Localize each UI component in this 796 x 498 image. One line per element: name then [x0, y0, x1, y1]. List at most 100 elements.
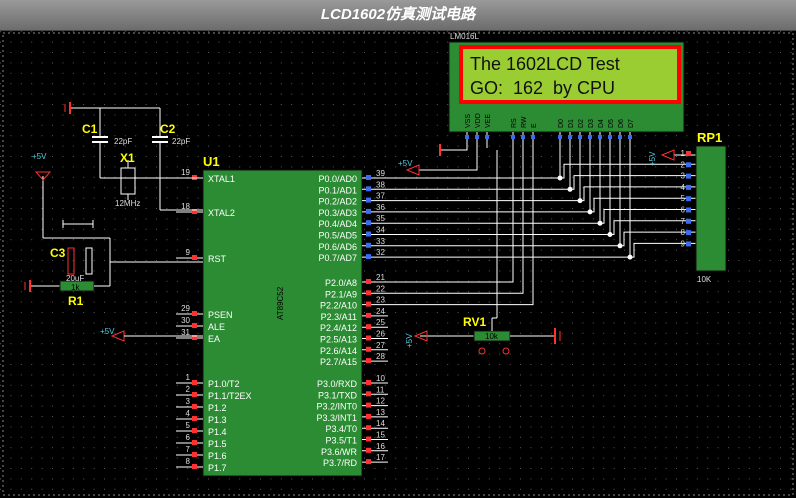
mcu-pin-name: P0.1/AD1	[318, 185, 357, 195]
mcu-pin-number: 4	[186, 409, 191, 418]
mcu-pin-number: 15	[376, 431, 385, 440]
mcu-pin-marker	[366, 459, 371, 465]
mcu-pin-marker	[366, 436, 371, 442]
mcu-pin-marker	[366, 231, 371, 237]
c1-value: 22pF	[114, 137, 132, 146]
mcu-pin-number: 22	[376, 284, 385, 293]
vcc-label-lcd: +5V	[398, 159, 413, 168]
mcu-pin-name: P1.2	[208, 403, 227, 413]
lcd-pin-label: VSS	[465, 114, 472, 128]
mcu-pin-marker	[192, 416, 197, 421]
mcu-pin-number: 17	[376, 453, 385, 462]
mcu-pin-marker	[366, 220, 371, 226]
mcu-pin-name: P0.6/AD6	[318, 242, 357, 252]
rp1-pin-number: 1	[681, 149, 686, 158]
mcu-pin-number: 12	[376, 397, 385, 406]
lcd-pin-marker	[618, 135, 622, 139]
power-terminals: +5V +5V +5V +5V +5V	[32, 149, 675, 348]
mcu-pin-name: P3.4/T0	[325, 424, 357, 434]
vcc-label-ea: +5V	[100, 327, 115, 336]
mcu-pin-number: 38	[376, 180, 385, 189]
mcu-pin-marker	[366, 186, 371, 192]
lcd-pin-marker	[558, 135, 562, 139]
junction-dot	[567, 186, 573, 192]
mcu-pin-number: 2	[186, 385, 191, 394]
c3-value: 20uF	[66, 274, 84, 283]
mcu-pin-marker	[192, 380, 197, 385]
mcu-pin-marker	[366, 346, 371, 352]
rp1-pin-marker	[686, 196, 691, 202]
mcu-pin-marker	[192, 392, 197, 397]
lcd-pin-marker	[465, 135, 469, 139]
reset-circuit[interactable]	[24, 176, 203, 292]
mcu-pin-number: 3	[186, 397, 191, 406]
mcu-pin-name: P2.6/A14	[320, 346, 357, 356]
lcd-pin-marker	[608, 135, 612, 139]
mcu-pin-marker	[366, 208, 371, 214]
mcu-pin-marker	[366, 242, 371, 248]
rp1-pin-number: 9	[681, 239, 686, 248]
mcu-pin-name: P1.0/T2	[208, 379, 240, 389]
mcu-pin-marker	[366, 447, 371, 453]
rp1-pin-marker	[686, 162, 691, 168]
mcu-pin-number: 19	[181, 168, 190, 177]
mcu-pin-name: P2.4/A12	[320, 323, 357, 333]
c2-value: 22pF	[172, 137, 190, 146]
rp1-pin-marker	[686, 230, 691, 236]
lcd-part: LM016L	[450, 32, 479, 41]
mcu-pin-name: P3.2/INT0	[316, 402, 357, 412]
page-title: LCD1602仿真测试电路	[0, 0, 796, 31]
mcu-pin-number: 30	[181, 316, 190, 325]
mcu-pin-number: 28	[376, 352, 385, 361]
oscillator-circuit[interactable]	[64, 102, 203, 211]
rp1-pin-number: 3	[681, 172, 686, 181]
mcu-pin-name: P1.1/T2EX	[208, 391, 252, 401]
lcd-line2: GO: 162 by CPU	[470, 78, 615, 98]
mcu-pin-name: P0.4/AD4	[318, 219, 357, 229]
c2-ref: C2	[160, 122, 176, 136]
mcu-pin-marker	[366, 197, 371, 203]
rp1-ref: RP1	[697, 130, 722, 145]
schematic-canvas[interactable]: LM016L LCD The 1602LCD Test GO: 162 by C…	[0, 30, 796, 498]
mcu-pin-number: 1	[186, 373, 191, 382]
mcu-pin-name: P3.6/WR	[321, 447, 358, 457]
mcu-pin-marker	[366, 413, 371, 419]
mcu-u1[interactable]: U1 AT89C52 19XTAL118XTAL29RST29PSEN30ALE…	[176, 154, 388, 477]
potentiometer-rv1[interactable]	[420, 150, 561, 355]
lcd-pin-label: D1	[568, 119, 575, 128]
mcu-pin-number: 29	[181, 304, 190, 313]
lcd-pin-label: E	[531, 123, 538, 128]
lcd-pin-marker	[598, 135, 602, 139]
rp1-pin-number: 8	[681, 228, 686, 237]
mcu-pin-number: 23	[376, 296, 385, 305]
mcu-pin-name: P1.6	[208, 451, 227, 461]
mcu-pin-name: P2.2/A10	[320, 301, 357, 311]
mcu-pin-name: P0.7/AD7	[318, 253, 357, 263]
rp1-pin-number: 2	[681, 160, 686, 169]
wire	[388, 148, 524, 294]
lcd-pin-marker	[578, 135, 582, 139]
lcd-module[interactable]: LM016L LCD The 1602LCD Test GO: 162 by C…	[433, 32, 685, 148]
mcu-pin-number: 24	[376, 307, 385, 316]
mcu-pin-marker	[366, 312, 371, 318]
lcd-pin-label: RW	[521, 116, 528, 128]
mcu-pin-marker	[366, 254, 371, 260]
mcu-pin-name: P1.5	[208, 439, 227, 449]
mcu-pin-number: 25	[376, 318, 385, 327]
mcu-pin-marker	[192, 335, 197, 340]
mcu-pin-name: P2.7/A15	[320, 357, 357, 367]
rp1-pin-number: 6	[681, 206, 686, 215]
mcu-pin-number: 26	[376, 330, 385, 339]
mcu-pin-number: 32	[376, 248, 385, 257]
mcu-pin-marker	[192, 452, 197, 457]
lcd-pin-label: D5	[608, 119, 615, 128]
mcu-pin-name: P2.5/A13	[320, 335, 357, 345]
junction-dot	[577, 198, 583, 204]
rp1-pin-marker	[686, 218, 691, 224]
mcu-pin-marker	[366, 175, 371, 180]
mcu-pin-number: 37	[376, 192, 385, 201]
mcu-pin-number: 9	[186, 248, 191, 257]
mcu-pin-marker	[192, 440, 197, 445]
mcu-pin-number: 13	[376, 408, 385, 417]
